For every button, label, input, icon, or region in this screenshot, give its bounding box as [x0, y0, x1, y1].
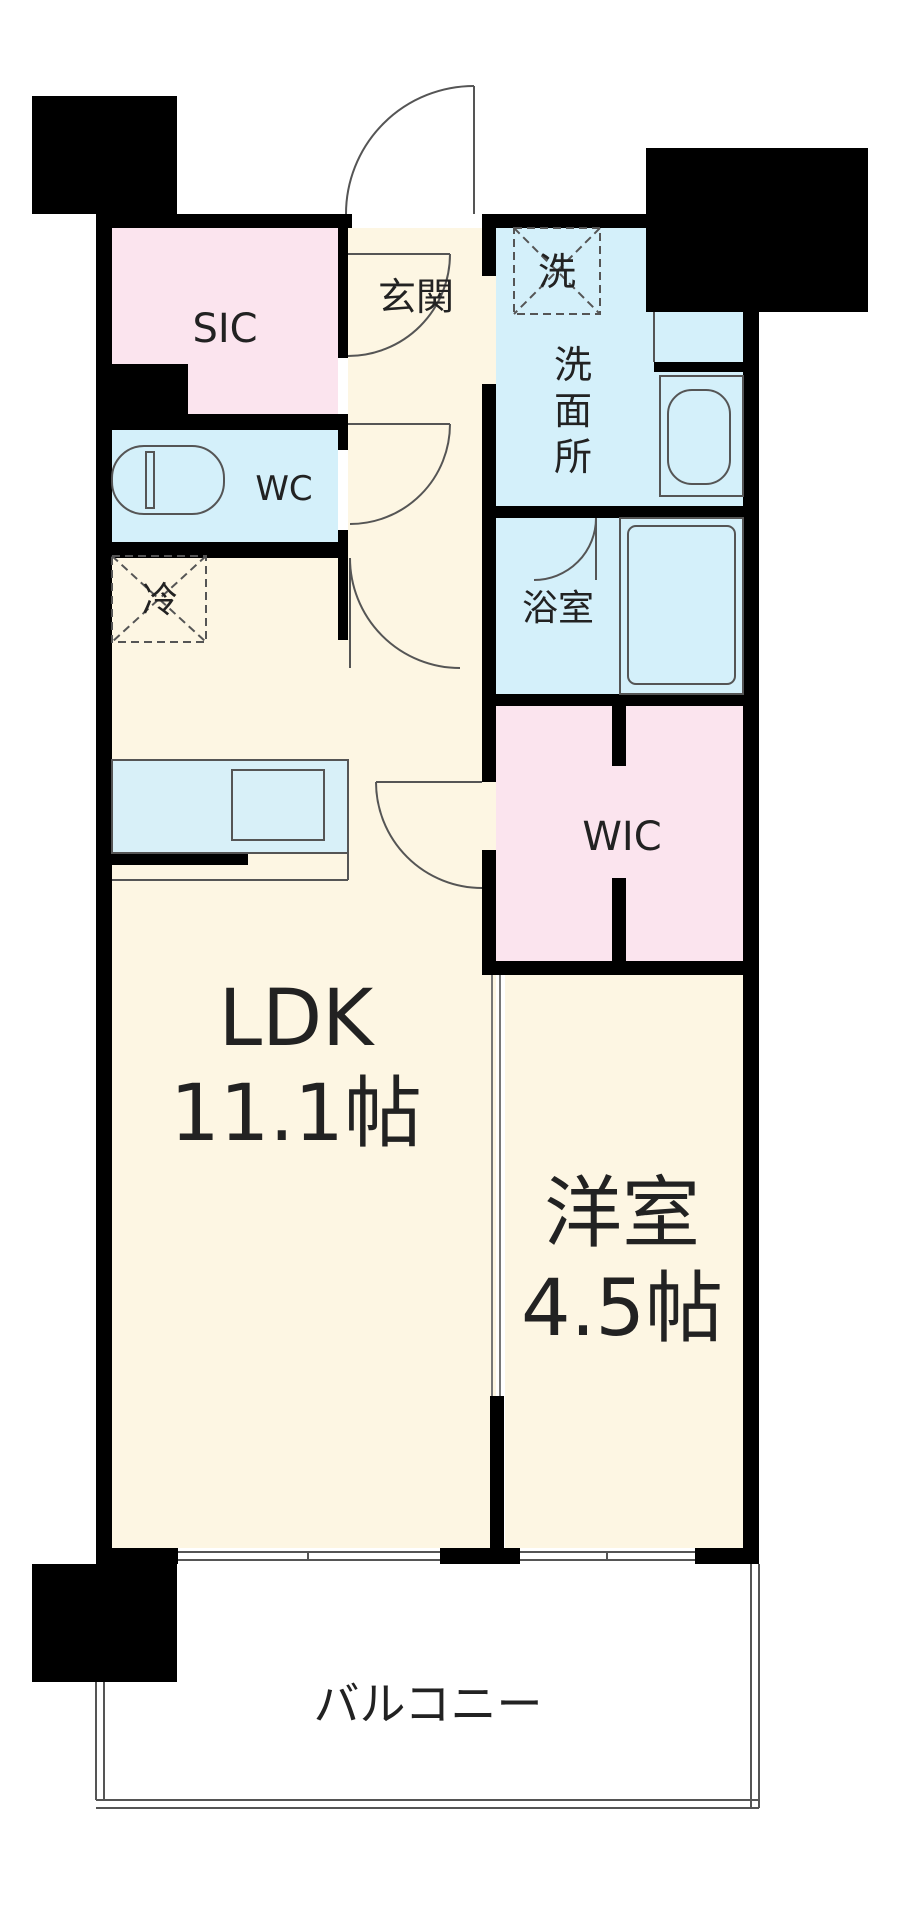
- western-room-name: 洋室: [544, 1169, 700, 1259]
- fridge-space: [111, 555, 207, 643]
- wall-washroom-left: [482, 228, 496, 276]
- wc-label: WC: [255, 469, 312, 509]
- washroom-label-2: 面: [554, 389, 592, 433]
- walls: [32, 96, 868, 1682]
- wall-sic-right: [338, 228, 348, 358]
- ldk-name: LDK: [219, 974, 376, 1064]
- toilet: [111, 445, 225, 515]
- western-room-floor: [505, 975, 743, 1548]
- windows: [178, 1551, 695, 1561]
- entrance-floor: [348, 228, 496, 558]
- column-top-right: [646, 148, 868, 312]
- wall-sic-wc: [112, 414, 348, 430]
- wall-left: [96, 214, 112, 1564]
- entrance-door: [345, 85, 475, 215]
- wall-wic-left: [482, 706, 496, 782]
- wall-wic-bottom: [482, 961, 743, 975]
- vanity: [659, 375, 744, 497]
- fixtures: [111, 227, 744, 881]
- kitchen-counter-wall: [112, 853, 248, 865]
- wall-wic-divider-bottom: [612, 878, 626, 961]
- genkan-label: 玄関: [378, 275, 454, 319]
- bathtub: [619, 517, 744, 695]
- wall-sic-notch: [112, 364, 188, 414]
- column-top-left: [32, 96, 177, 214]
- ldk-size: 11.1帖: [170, 1069, 422, 1159]
- wall-washroom-left-low: [482, 384, 496, 506]
- wall-bottom-left: [96, 1548, 178, 1564]
- wall-room-divider-low: [490, 1396, 504, 1564]
- balcony-label: バルコニー: [313, 1677, 542, 1731]
- fridge-label: 冷: [142, 580, 178, 621]
- kitchen-counter-edge: [111, 759, 349, 854]
- wall-wic-left-low: [482, 850, 496, 975]
- wic-label: WIC: [582, 814, 661, 860]
- wall-bath-left: [482, 518, 496, 694]
- washer-label: 洗: [538, 250, 576, 294]
- western-room-size: 4.5帖: [521, 1264, 723, 1354]
- sic-label: SIC: [192, 306, 257, 352]
- wall-wc-right: [338, 430, 348, 450]
- wall-wic-divider-top: [612, 706, 626, 766]
- wall-stub-ldk: [338, 558, 348, 640]
- interior-doors: [347, 253, 597, 889]
- wall-right: [743, 300, 759, 1564]
- wall-bottom-mid: [440, 1548, 520, 1564]
- balcony: [95, 1564, 760, 1809]
- wall-washroom-stub: [654, 362, 743, 372]
- ldk-floor: [112, 558, 496, 1548]
- wall-top-left: [96, 214, 352, 228]
- washroom-label-1: 洗: [554, 343, 592, 387]
- wall-bottom-right: [695, 1548, 759, 1564]
- washer-space: [513, 227, 601, 315]
- bathroom-label: 浴室: [522, 588, 594, 629]
- wall-wc-ldk: [112, 542, 348, 558]
- sliding-door: [491, 975, 501, 1396]
- wall-top-right: [482, 214, 646, 228]
- washroom-label-3: 所: [554, 435, 592, 479]
- wall-washroom-bath: [482, 506, 743, 518]
- wall-bath-wic: [482, 694, 743, 706]
- column-bottom-left: [32, 1564, 177, 1682]
